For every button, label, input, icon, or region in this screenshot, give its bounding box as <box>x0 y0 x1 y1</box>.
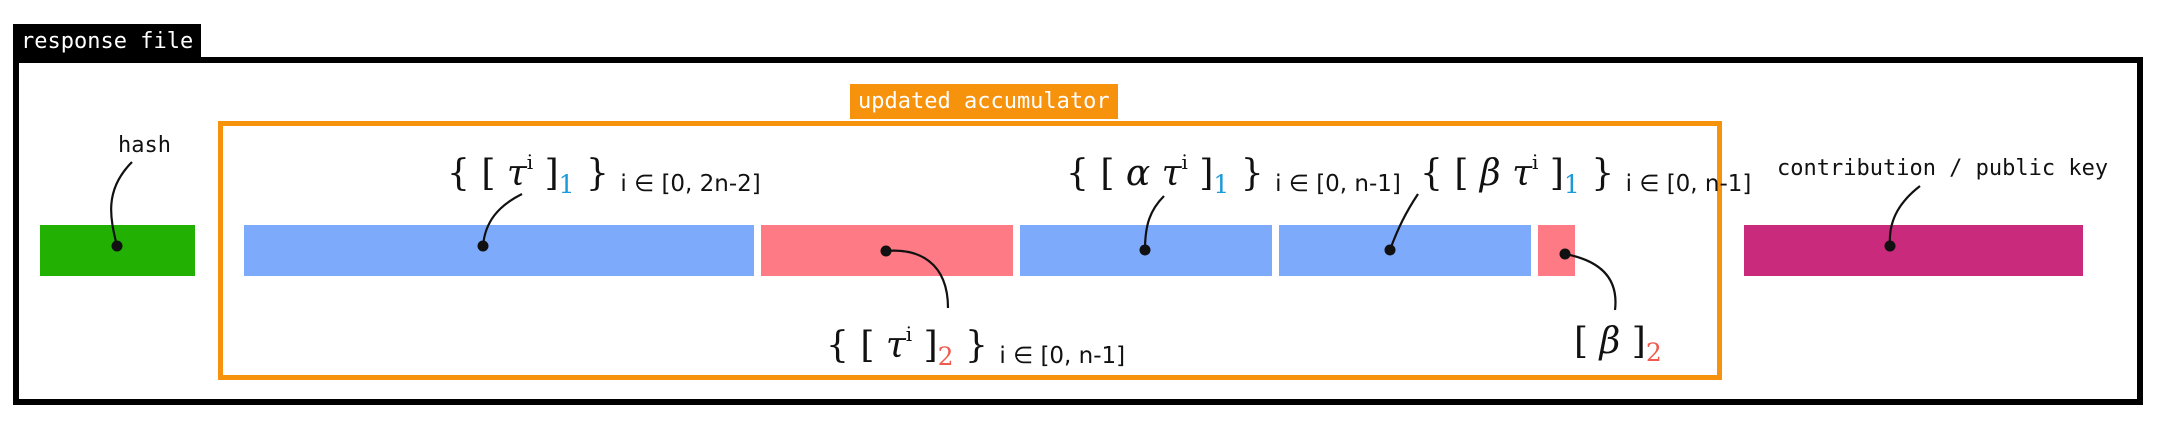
beta-tau-g1-dot <box>1384 244 1396 256</box>
tau-g1-dot <box>477 240 489 252</box>
tau-g1-leader <box>481 193 523 247</box>
contribution-leader <box>1888 185 1921 247</box>
contribution-label: contribution / public key <box>1777 156 2109 181</box>
contribution-dot <box>1884 240 1896 252</box>
tau-g1-segment <box>244 225 754 276</box>
alpha-tau-g1-dot <box>1139 244 1151 256</box>
beta-g2-dot <box>1559 248 1571 260</box>
beta-g2-leader <box>1564 252 1617 311</box>
hash-leader <box>110 161 133 247</box>
tau-g2-label: { [ τi ]2 } i ∈ [0, n-1] <box>826 322 1126 371</box>
tau-g2-leader <box>885 249 950 309</box>
alpha-tau-g1-leader <box>1143 195 1165 251</box>
contribution-segment <box>1744 225 2083 276</box>
accumulator-frame <box>218 121 1722 380</box>
hash-dot <box>111 240 123 252</box>
tau-g2-dot <box>880 245 892 257</box>
hash-label: hash <box>118 133 171 158</box>
accumulator-tag: updated accumulator <box>850 84 1118 119</box>
response-file-tag: response file <box>13 24 202 59</box>
beta-tau-g1-label: { [ β τi ]1 } i ∈ [0, n-1] <box>1420 150 1752 199</box>
alpha-tau-g1-label: { [ α τi ]1 } i ∈ [0, n-1] <box>1066 150 1401 199</box>
beta-g2-label: [ β ]2 <box>1574 321 1662 367</box>
beta-tau-g1-leader <box>1388 193 1419 251</box>
beta-tau-g1-segment <box>1279 225 1531 276</box>
response-file-frame <box>13 57 2143 405</box>
tau-g1-label: { [ τi ]1 } i ∈ [0, 2n-2] <box>447 150 761 199</box>
